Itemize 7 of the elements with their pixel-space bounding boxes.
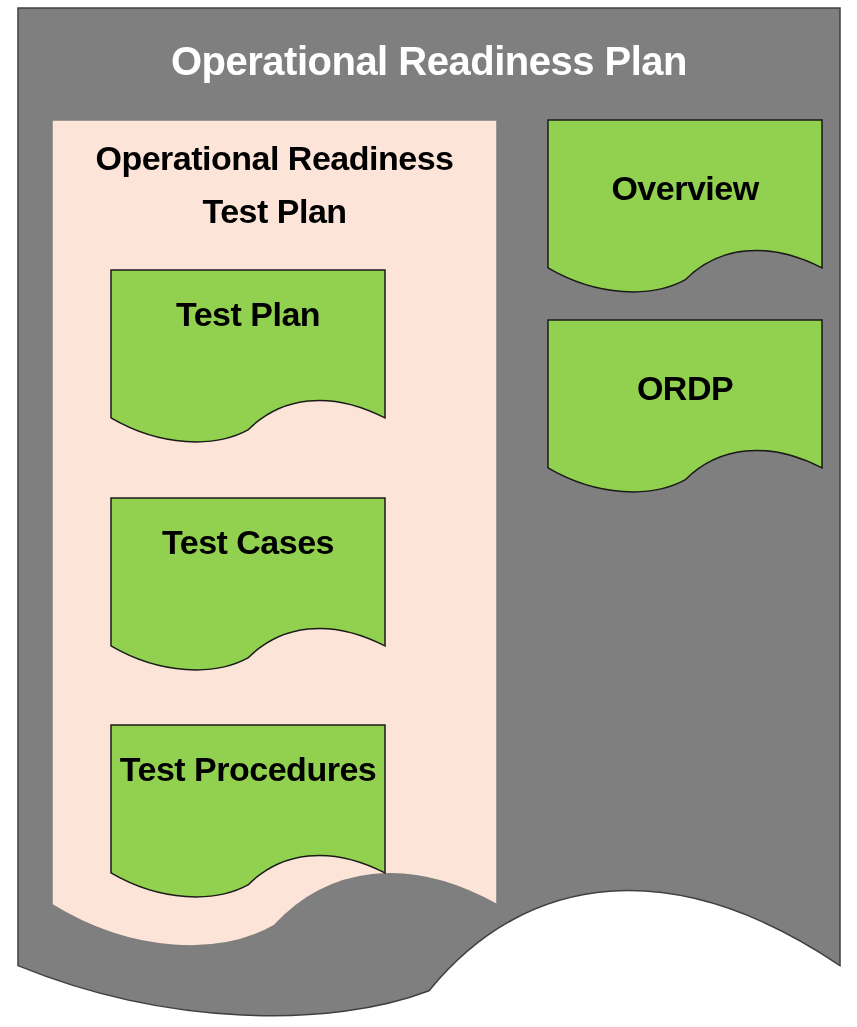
document-title: ORDP <box>636 368 734 409</box>
document-title: Overview <box>611 168 759 209</box>
document-title: Test Cases <box>162 522 334 563</box>
document-title: Operational Readiness Test Plan <box>94 138 455 232</box>
document-title: Test Procedures <box>119 749 377 790</box>
document-title: Operational Readiness Plan <box>170 38 688 85</box>
document-title: Test Plan <box>175 294 321 335</box>
